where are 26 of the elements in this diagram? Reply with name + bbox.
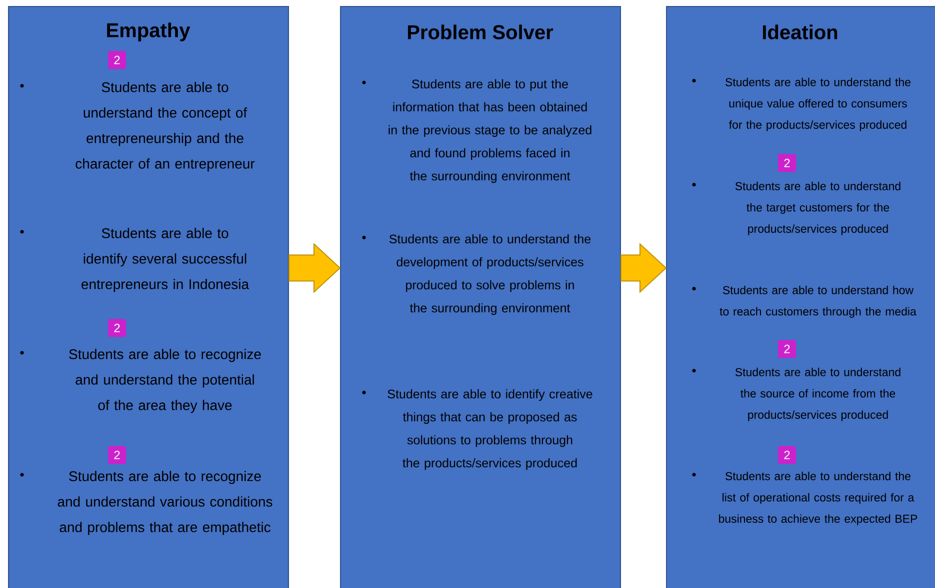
panel-title: Empathy (107, 22, 190, 42)
bullet-text: Students are able to identify several successful entrepreneurs in Indonesia (82, 228, 250, 292)
panel-title: Ideation (763, 24, 838, 40)
bullet-text: Students are able to understand the concept of entrepreneurship and the character of an entrepreneur (76, 82, 255, 172)
bullet-text: Students are able to understand the target customers for the products/services produced (735, 182, 900, 236)
block-arrow (620, 242, 667, 294)
bullet-text: Students are able to recognize and understand various conditions and problems that are empathetic (58, 470, 272, 535)
bullet-text: Students are able to put the information that has been obtained in the previous stage to be analyzed and found problems faced in the surrounding environment (388, 79, 592, 183)
panel-title: Problem Solver (408, 24, 554, 40)
bullet-text: Students are able to understand the unique value offered to consumers for the products/services produced (726, 78, 910, 132)
similarity-badge: 2 (108, 319, 126, 337)
stage-panel (340, 6, 621, 588)
bullet-text: Students are able to recognize and understand the potential of the area they have (69, 348, 261, 413)
bullet-text: Students are able to understand how to reach customers through the media (720, 286, 916, 318)
stage-panel (666, 6, 935, 588)
similarity-badge: 2 (108, 51, 126, 69)
bullet-text: Students are able to understand the list of operational costs required for a business to achieve the expected BEP (719, 472, 918, 526)
similarity-badge: 2 (778, 446, 796, 464)
similarity-badge: 2 (108, 446, 126, 464)
similarity-badge: 2 (778, 340, 796, 358)
bullet-text: Students are able to understand the source of income from the products/services produced (735, 368, 900, 422)
similarity-badge: 2 (778, 154, 796, 172)
bullet-text: Students are able to identify creative things that can be proposed as solutions to problems through the products/services produced (388, 389, 592, 470)
bullet-text: Students are able to understand the development of products/services produced to solve problems in the surrounding environment (389, 234, 591, 315)
stage-panel (8, 6, 289, 588)
block-arrow (288, 242, 341, 294)
